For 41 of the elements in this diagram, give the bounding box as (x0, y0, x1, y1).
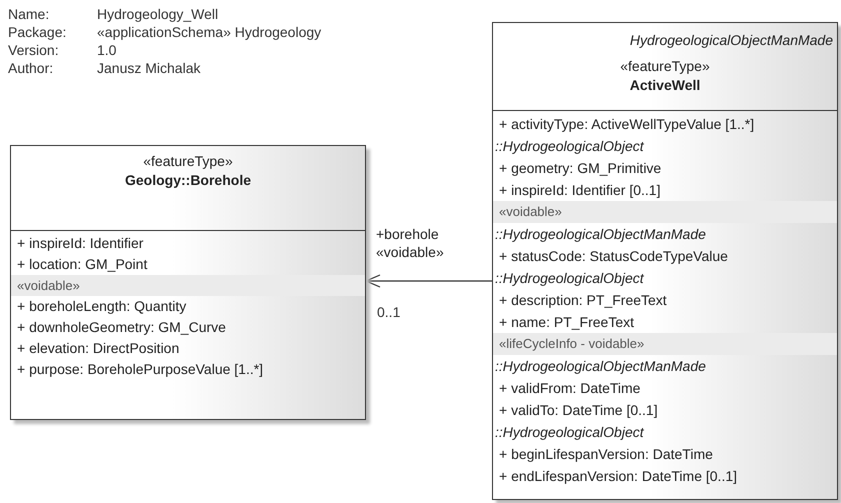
section-label: «voidable» (493, 201, 837, 223)
attribute-text: + validFrom: DateTime (498, 379, 642, 398)
metadata-key: Author: (8, 59, 54, 77)
stereotype-label: «featureType» (142, 152, 234, 170)
class-name: Geology::Borehole (124, 171, 252, 189)
inherited-from-label: ::HydrogeologicalObject (494, 269, 645, 288)
inherited-from-label: ::HydrogeologicalObject (494, 137, 645, 156)
attribute-text: + endLifespanVersion: DateTime [0..1] (498, 467, 738, 486)
metadata-key: Version: (8, 41, 59, 59)
attribute-text: + validTo: DateTime [0..1] (498, 401, 659, 420)
metadata-key: Package: (8, 23, 66, 41)
class-box (492, 22, 838, 500)
attribute-text: + downholeGeometry: GM_Curve (16, 318, 227, 337)
metadata-value: «applicationSchema» Hydrogeology (97, 23, 322, 41)
metadata-value: Janusz Michalak (97, 59, 200, 77)
section-label: «lifeCycleInfo - voidable» (493, 333, 837, 355)
metadata-key: Name: (8, 5, 50, 23)
attribute-text: + inspireId: Identifier [0..1] (498, 181, 662, 200)
association-arrow (365, 274, 492, 288)
multiplicity-label: 0..1 (377, 303, 400, 321)
attribute-text: + boreholeLength: Quantity (16, 297, 188, 316)
class-box (10, 145, 366, 420)
inherited-from-label: ::HydrogeologicalObjectManMade (494, 225, 707, 244)
attribute-text: + elevation: DirectPosition (16, 339, 180, 358)
attribute-text: + activityType: ActiveWellTypeValue [1..*] (498, 115, 756, 134)
attribute-text: + geometry: GM_Primitive (498, 159, 662, 178)
stereotype-label: «featureType» (619, 57, 711, 75)
metadata-value: Hydrogeology_Well (97, 5, 218, 23)
attribute-text: + beginLifespanVersion: DateTime (498, 445, 714, 464)
class-name: ActiveWell (628, 76, 702, 94)
superclass-name: HydrogeologicalObjectManMade (628, 31, 834, 49)
attribute-text: + inspireId: Identifier (16, 234, 144, 253)
attribute-text: + name: PT_FreeText (498, 313, 636, 332)
section-label: «voidable» (11, 275, 365, 296)
attribute-text: + purpose: BoreholePurposeValue [1..*] (16, 360, 264, 379)
attribute-text: + statusCode: StatusCodeTypeValue (498, 247, 729, 266)
metadata-value: 1.0 (97, 41, 116, 59)
attribute-text: + location: GM_Point (16, 255, 148, 274)
inherited-from-label: ::HydrogeologicalObjectManMade (494, 357, 707, 376)
attribute-text: + description: PT_FreeText (498, 291, 668, 310)
inherited-from-label: ::HydrogeologicalObject (494, 423, 645, 442)
